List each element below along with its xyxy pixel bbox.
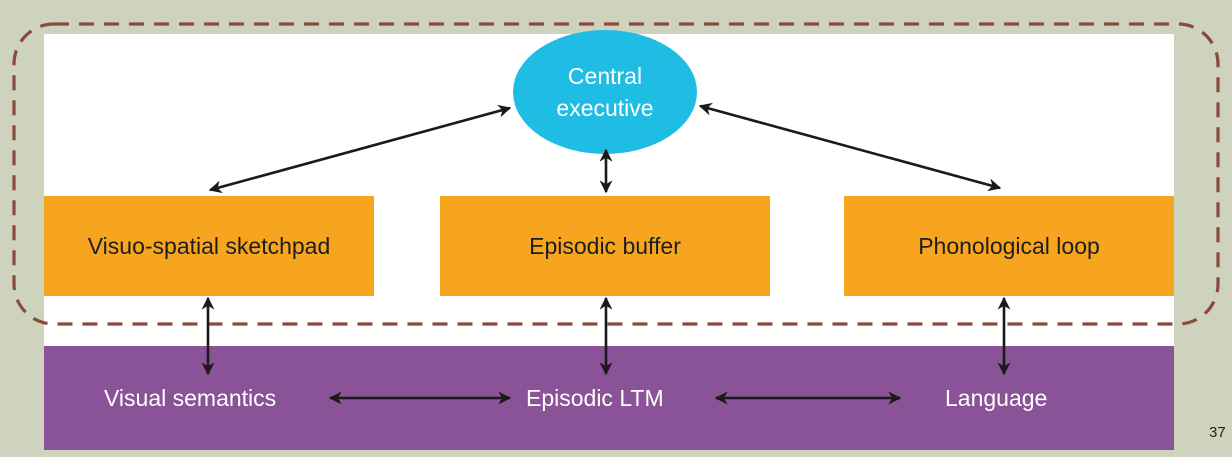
central-executive-label-line2: executive xyxy=(556,95,654,121)
phonological-loop-box: Phonological loop xyxy=(844,196,1174,296)
episodic-buffer-label: Episodic buffer xyxy=(529,232,681,259)
language-label: Language xyxy=(945,385,1048,411)
central-executive-label-line1: Central xyxy=(567,63,643,89)
arrow-executive-to-loop xyxy=(698,102,1002,192)
episodic-buffer-box: Episodic buffer xyxy=(440,196,770,296)
visual-semantics-label: Visual semantics xyxy=(104,385,277,411)
central-executive-node: Central executive xyxy=(513,30,697,154)
episodic-ltm-label: Episodic LTM xyxy=(526,385,664,411)
phonological-loop-label: Phonological loop xyxy=(918,232,1100,259)
arrow-executive-to-sketchpad xyxy=(208,104,512,194)
page-number: 37 xyxy=(1209,424,1226,441)
working-memory-boundary xyxy=(12,22,1220,326)
visuo-spatial-sketchpad-label: Visuo-spatial sketchpad xyxy=(87,232,331,259)
visuo-spatial-sketchpad-box: Visuo-spatial sketchpad xyxy=(44,196,374,296)
